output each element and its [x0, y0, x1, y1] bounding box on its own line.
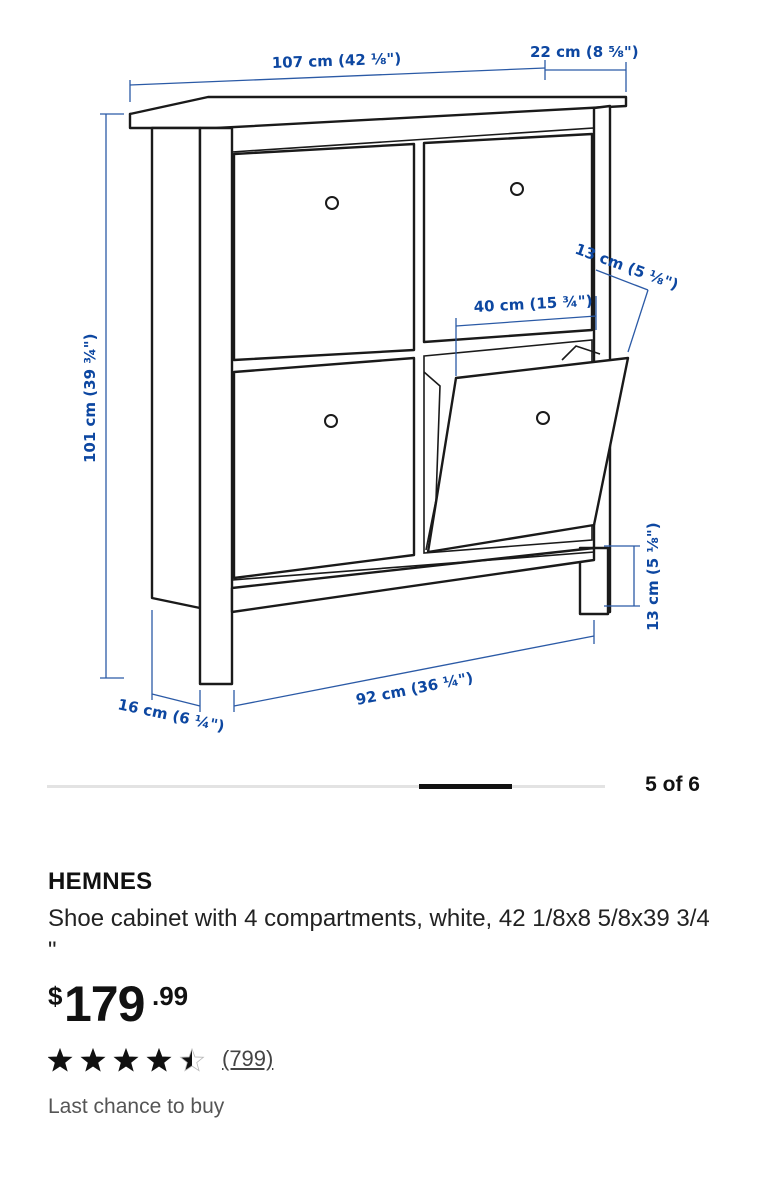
rating-stars — [48, 1048, 205, 1072]
dim-leg-height-label: 13 cm (5 ⅛") — [644, 522, 662, 631]
star-icon — [179, 1048, 205, 1072]
star-icon — [146, 1048, 172, 1072]
dim-depth-base-label: 16 cm (6 ¼") — [116, 695, 226, 735]
price-decimal: .99 — [152, 981, 189, 1011]
carousel-progress-track[interactable] — [47, 785, 605, 788]
product-name: HEMNES — [48, 868, 153, 895]
cabinet-illustration — [128, 95, 630, 686]
dim-height-total-label: 101 cm (39 ¾") — [81, 334, 99, 463]
star-icon — [48, 1048, 73, 1072]
dim-width-total-label: 107 cm (42 ⅛") — [272, 49, 402, 72]
star-icon — [80, 1048, 106, 1072]
star-icon — [113, 1048, 139, 1072]
price-currency: $ — [48, 981, 63, 1011]
dimension-lines — [100, 60, 649, 712]
product-dimension-diagram[interactable]: 107 cm (42 ⅛") 22 cm (8 ⅝") 101 cm (39 ¾… — [0, 0, 764, 760]
price-integer: 179 — [64, 976, 145, 1032]
carousel-progress-indicator[interactable] — [419, 784, 512, 789]
dim-depth-top-label: 22 cm (8 ⅝") — [530, 43, 639, 61]
rating-count-link[interactable]: (799) — [222, 1046, 274, 1071]
carousel-counter: 5 of 6 — [645, 773, 700, 796]
dim-inner-width-label: 92 cm (36 ¼") — [354, 669, 474, 709]
product-description: Shoe cabinet with 4 compartments, white,… — [48, 905, 710, 964]
availability-status: Last chance to buy — [48, 1095, 225, 1118]
